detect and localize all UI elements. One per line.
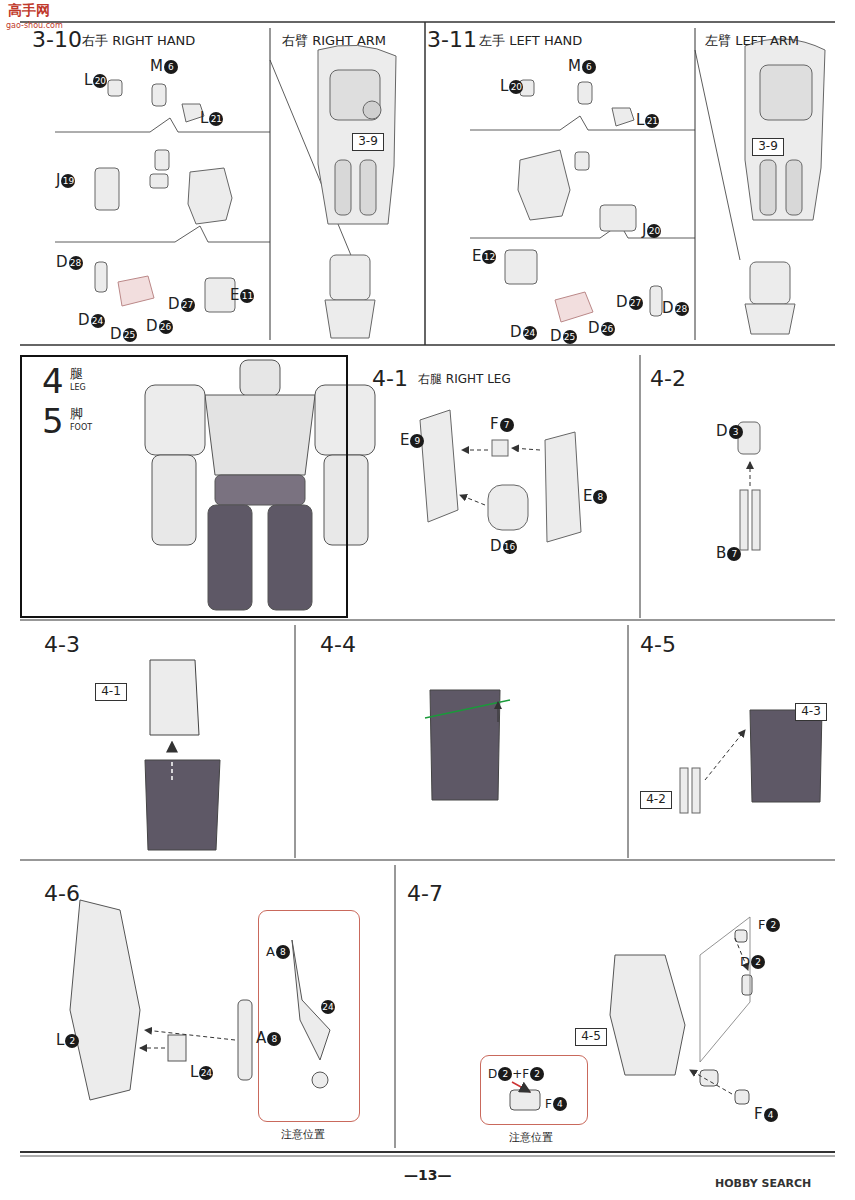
part-callout: D28 [662, 300, 689, 317]
part-callout: D25 [110, 326, 137, 343]
reference-number: 4-3 [796, 704, 826, 719]
step-number: 4-7 [407, 882, 443, 906]
step-panel: 3-11左手 LEFT HAND [425, 28, 695, 343]
part-callout: D2 [740, 955, 765, 969]
part-callout: E8 [583, 488, 607, 505]
part-callout: D24 [510, 324, 537, 341]
step-panel: 4-7 4-5 注意位置 [395, 862, 855, 1150]
part-callout: D25 [550, 328, 577, 345]
part-callout: L24 [190, 1064, 213, 1081]
part-callout: E9 [400, 432, 424, 449]
page-text: HOBBY SEARCH [715, 1178, 811, 1190]
part-callout: L21 [636, 112, 659, 129]
step-number: 4-6 [44, 882, 80, 906]
part-callout: M6 [568, 58, 596, 75]
step-panel: 3-10右手 RIGHT HAND [30, 28, 270, 343]
part-callout: E12 [472, 248, 496, 265]
step-title: 右手 RIGHT HAND [82, 34, 195, 48]
step-number: 3-10 [32, 28, 82, 52]
part-callout: B7 [716, 545, 741, 562]
part-callout: L2 [56, 1032, 79, 1049]
step-number: 3-11 [427, 28, 477, 52]
part-callout: L21 [200, 110, 223, 127]
reference-box: 3-9 [352, 133, 384, 151]
step-panel: 4-3 4-1 [30, 625, 295, 858]
step-panel: 4-5 4-3 4-2 [628, 625, 855, 858]
part-callout: F7 [490, 416, 514, 433]
page-text: 高手网 [8, 3, 50, 18]
step-number: 4-1 [372, 367, 408, 391]
page-text: —13— [404, 1168, 451, 1183]
step-panel: 4-6 注意位置 [30, 862, 395, 1150]
reference-box: 4-1 [95, 683, 127, 701]
part-callout: D26 [146, 318, 173, 335]
part-callout: F4 [545, 1097, 567, 1111]
step-number: 4-5 [640, 633, 676, 657]
reference-box: 4-3 [795, 703, 827, 721]
part-callout: A8 [256, 1030, 281, 1047]
part-callout: D2+F2 [488, 1067, 544, 1081]
step-panel: 4腿 LEG 5脚 FOOT [20, 355, 348, 618]
reference-number: 4-1 [96, 684, 126, 699]
reference-number: 3-9 [753, 139, 783, 154]
step-number: 注意位置 [281, 1129, 325, 1141]
reference-number: 3-9 [353, 134, 383, 149]
step-title: 脚 [70, 407, 83, 421]
step-title: 左手 LEFT HAND [479, 34, 582, 48]
part-callout: D27 [168, 296, 195, 313]
part-callout: D16 [490, 538, 517, 555]
step-number: 右臂 RIGHT ARM [282, 34, 386, 48]
part-callout: D26 [588, 320, 615, 337]
step-title: FOOT [70, 424, 92, 433]
part-callout: D28 [56, 254, 83, 271]
step-panel: 4-4 [295, 625, 628, 858]
part-callout: F2 [758, 918, 780, 932]
note-box: 注意位置 [258, 910, 360, 1122]
part-callout: E11 [230, 287, 254, 304]
step-panel: 4-1 右腿 RIGHT LEG [370, 355, 640, 618]
reference-box: 4-2 [640, 791, 672, 809]
part-callout: F4 [754, 1106, 778, 1123]
reference-box: 3-9 [752, 138, 784, 156]
step-number: 注意位置 [509, 1132, 553, 1144]
note-box: 注意位置 [480, 1055, 588, 1125]
step-title: LEG [70, 384, 86, 393]
reference-number: 4-2 [641, 792, 671, 807]
part-callout: J19 [56, 172, 75, 189]
step-number: 4-2 [650, 367, 686, 391]
part-callout: 24 [320, 1000, 335, 1014]
step-title: 腿 [70, 367, 83, 381]
step-number: 4 [42, 363, 64, 400]
step-number: 左臂 LEFT ARM [705, 34, 799, 48]
part-callout: L20 [500, 78, 523, 95]
part-callout: A8 [266, 945, 290, 959]
step-number: 4-4 [320, 633, 356, 657]
step-panel: 4-2 [640, 355, 855, 618]
part-callout: D3 [716, 423, 743, 440]
part-callout: L20 [84, 72, 107, 89]
part-callout: M6 [150, 58, 178, 75]
reference-box: 4-5 [575, 1028, 607, 1046]
reference-number: 4-5 [576, 1029, 606, 1044]
step-title: 5 [42, 403, 64, 440]
part-callout: J20 [642, 222, 661, 239]
step-number: 4-3 [44, 633, 80, 657]
step-panel: 左臂 LEFT ARM 3-9 [695, 28, 855, 343]
part-callout: D24 [78, 312, 105, 329]
part-callout: D27 [616, 294, 643, 311]
step-title: 右腿 RIGHT LEG [418, 373, 511, 386]
step-panel: 右臂 RIGHT ARM 3-9 [270, 28, 425, 343]
